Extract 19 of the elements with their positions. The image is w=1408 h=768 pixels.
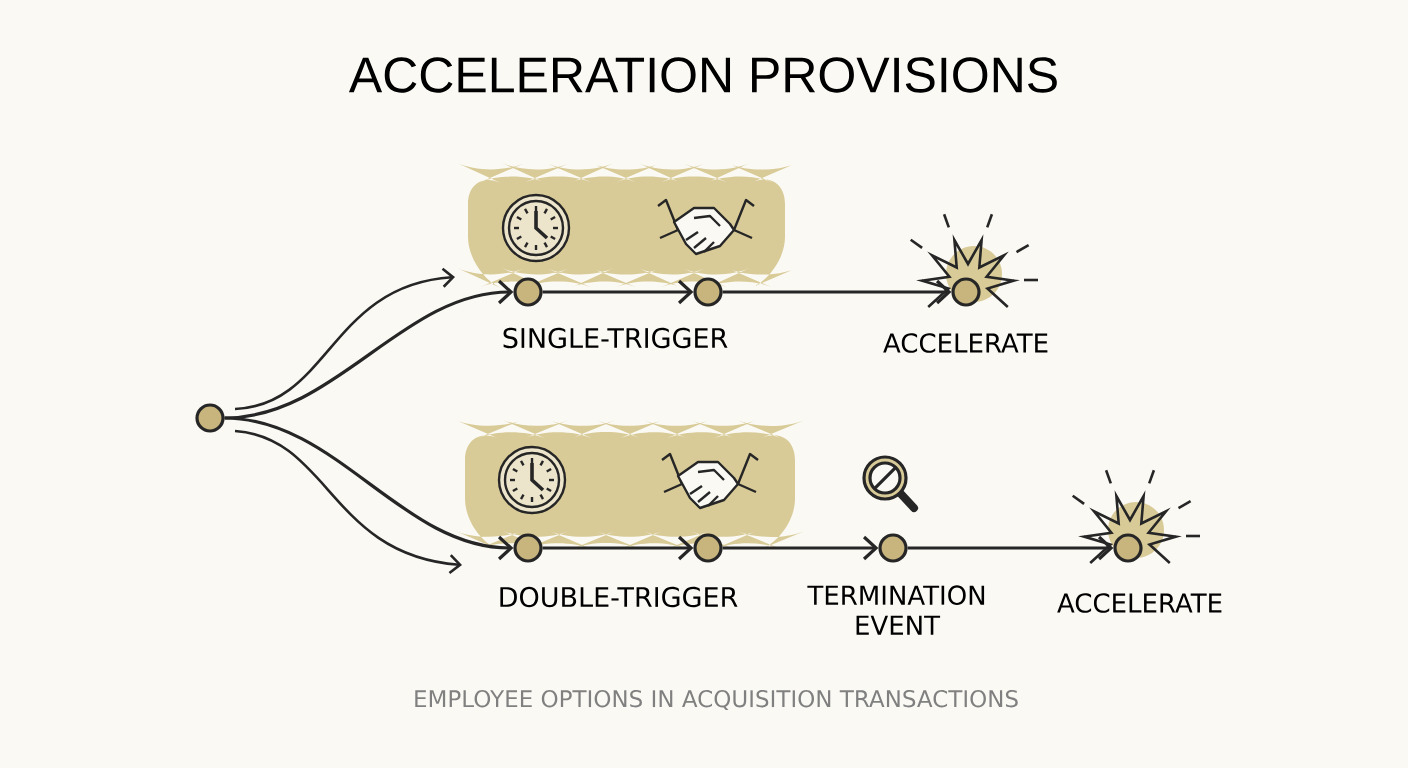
caption: EMPLOYEE OPTIONS IN ACQUISITION TRANSACTIONS xyxy=(415,690,1018,710)
branch-label: SINGLE-TRIGGER xyxy=(503,327,728,349)
arrow xyxy=(542,279,694,305)
dot xyxy=(513,533,543,563)
node-label: ACCELERATE xyxy=(883,333,1048,353)
arrow xyxy=(224,416,514,561)
dot xyxy=(513,277,543,307)
node-label: ACCELERATE xyxy=(1057,593,1222,613)
node-label: TERMINATION EVENT xyxy=(807,585,985,635)
branch-label: DOUBLE-TRIGGER xyxy=(500,586,738,608)
title: ACCELERATION PROVISIONS xyxy=(348,57,1057,93)
dot xyxy=(195,403,225,433)
arrow xyxy=(722,535,879,561)
dot xyxy=(693,277,723,307)
arrow xyxy=(722,279,952,305)
arrow xyxy=(542,535,694,561)
arrow xyxy=(224,279,514,420)
dot xyxy=(693,533,723,563)
arrow xyxy=(907,535,1114,561)
